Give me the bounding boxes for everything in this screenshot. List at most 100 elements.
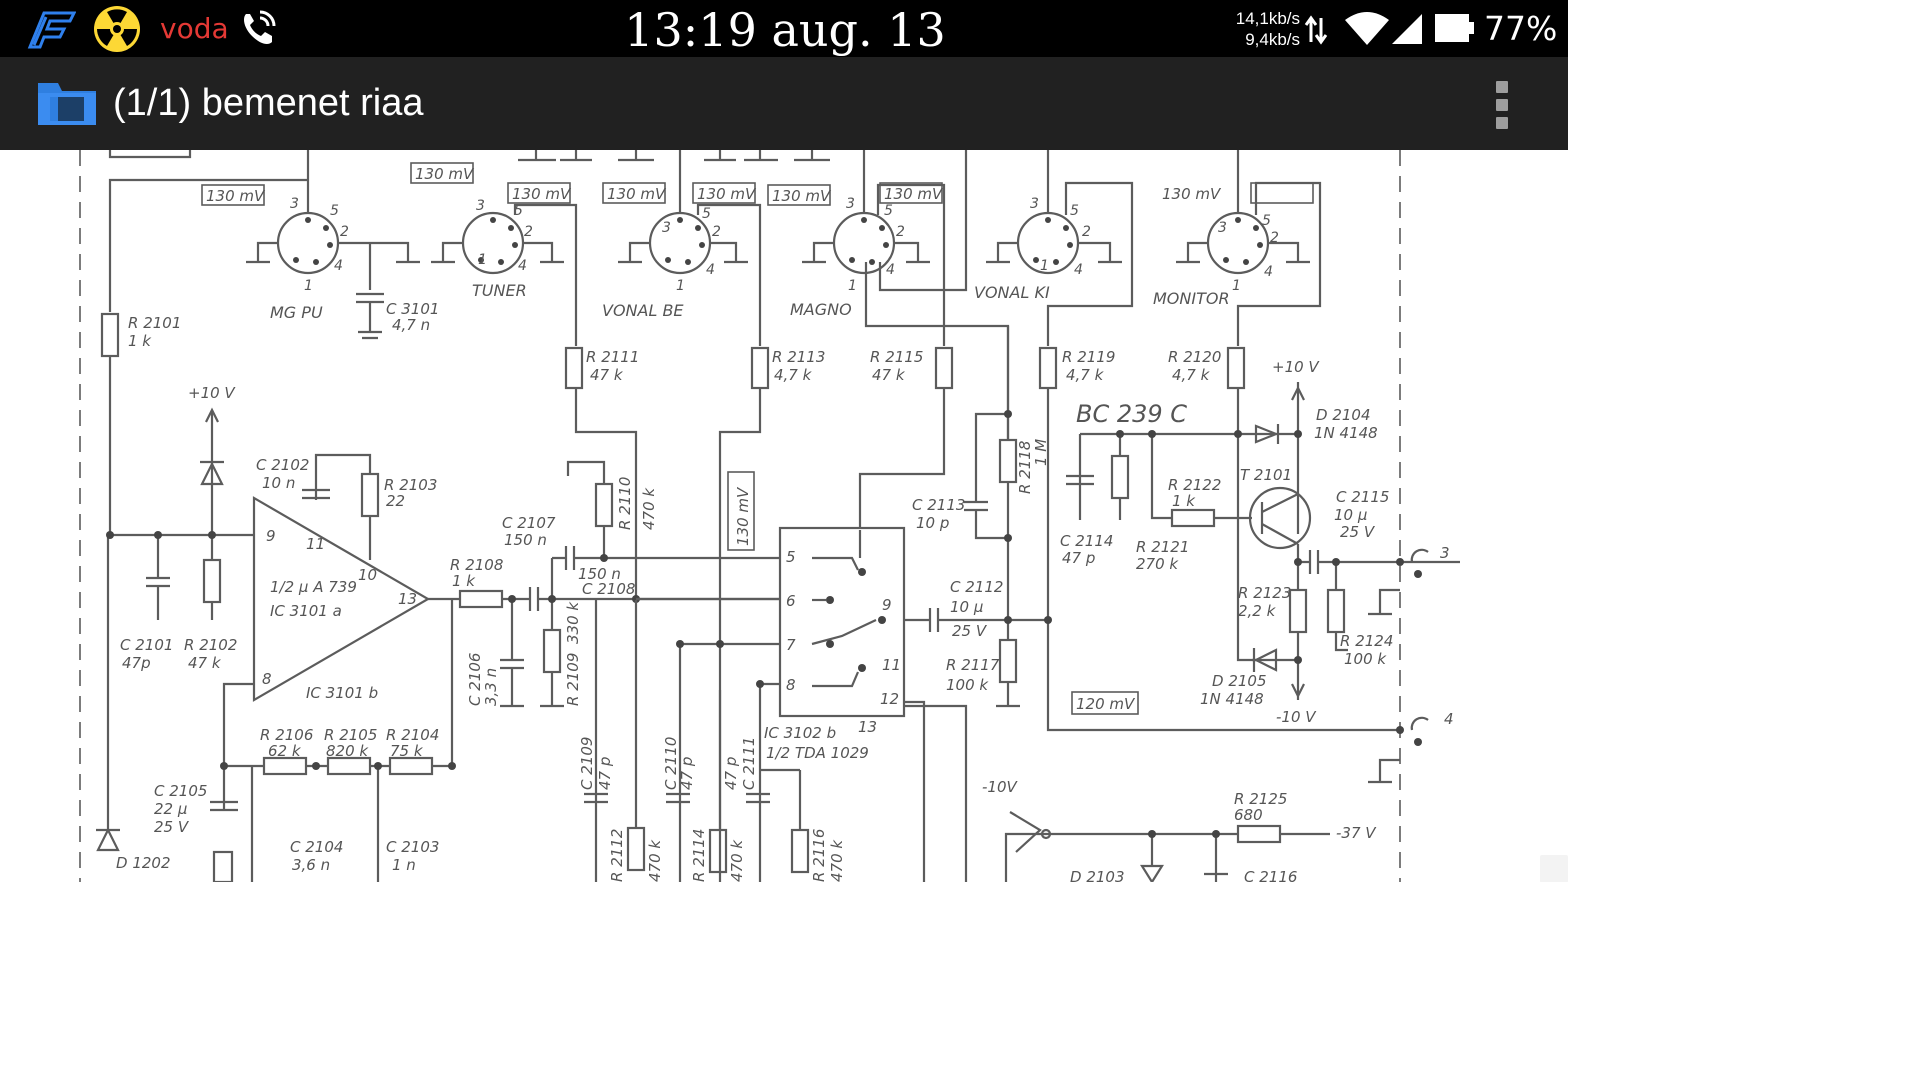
part-value: 22 μ: [154, 800, 187, 818]
image-viewer[interactable]: 130 mV 130 mV 130 mV 130 mV 130 mV 130 m…: [0, 150, 1568, 882]
supply-label: -10V: [982, 778, 1018, 796]
part-ref: R 2122: [1168, 476, 1221, 494]
svg-text:3: 3: [1218, 220, 1227, 236]
part-value: 47 p: [678, 757, 696, 790]
part-value: 47 p: [596, 757, 614, 790]
svg-text:5: 5: [884, 203, 893, 219]
level-label: 130 mV: [607, 185, 667, 203]
part-ref: C 2108: [582, 580, 635, 598]
wifi-icon: [1345, 12, 1389, 45]
part-ref: R 2106: [260, 726, 313, 744]
part-ref: R 2110: [616, 477, 634, 530]
svg-text:4: 4: [1264, 264, 1273, 280]
part-ref: C 2114: [1060, 532, 1113, 550]
part-value: 470 k: [646, 839, 664, 882]
output-pin: 4: [1444, 710, 1454, 728]
level-label: 130 mV: [697, 185, 757, 203]
jack-label: MAGNO: [790, 300, 852, 319]
supply-label: -37 V: [1336, 824, 1377, 842]
part-value: 47 k: [872, 366, 906, 384]
transistor-type: BC 239 C: [1076, 400, 1187, 428]
jack-label: VONAL BE: [602, 301, 684, 320]
part-value: 680: [1234, 806, 1263, 824]
part-value: 47 k: [590, 366, 624, 384]
part-value: 150 n: [578, 565, 621, 583]
part-value: 75 k: [390, 742, 424, 760]
svg-text:5: 5: [1262, 213, 1271, 229]
part-value: 25 V: [952, 622, 988, 640]
part-value: 47 p: [1062, 549, 1095, 567]
part-value: 47 k: [188, 654, 222, 672]
part-value: 1N 4148: [1200, 690, 1264, 708]
net-down-rate: 9,4kb/s: [1245, 30, 1300, 49]
ic-pin: 9: [882, 596, 892, 614]
net-up-rate: 14,1kb/s: [1235, 9, 1300, 28]
svg-text:5: 5: [330, 203, 339, 219]
svg-text:4: 4: [334, 258, 343, 274]
part-ref: R 2111: [586, 348, 639, 366]
part-value: 3,3 n: [482, 668, 500, 706]
part-value: 1 M: [1032, 439, 1050, 466]
carrier-name: voda: [160, 12, 229, 45]
svg-text:1: 1: [848, 278, 857, 294]
part-value: 2,2 k: [1238, 602, 1277, 620]
part-ref: R 2105: [324, 726, 377, 744]
scroll-handle[interactable]: [1540, 855, 1568, 882]
part-value: 25 V: [1340, 523, 1376, 541]
part-value: 3,6 n: [292, 856, 330, 874]
folder-icon[interactable]: [36, 81, 98, 127]
level-label: 120 mV: [1076, 695, 1136, 713]
part-ref: C 2104: [290, 838, 343, 856]
svg-text:4: 4: [1074, 262, 1083, 278]
ic-pin: 10: [358, 566, 377, 584]
ic-pin: 11: [306, 535, 325, 553]
part-value: 4,7 k: [1066, 366, 1105, 384]
part-value: 1N 4148: [1314, 424, 1378, 442]
level-label: 130 mV: [884, 185, 944, 203]
part-ref: C 2105: [154, 782, 207, 800]
part-value: 10 p: [916, 514, 949, 532]
part-ref: R 2121: [1136, 538, 1189, 556]
ic-pin: 13: [398, 590, 417, 608]
part-ref: C 2116: [1244, 868, 1297, 882]
document-title: (1/1) bemenet riaa: [113, 82, 424, 124]
svg-text:2: 2: [524, 224, 533, 240]
part-ref: R 2101: [128, 314, 181, 332]
part-ref: R 2114: [690, 829, 708, 882]
ic-pin: 6: [786, 592, 796, 610]
output-pin: 3: [1440, 544, 1450, 562]
jack-label: TUNER: [472, 281, 527, 300]
part-ref: R 2104: [386, 726, 439, 744]
part-ref: R 2103: [384, 476, 437, 494]
svg-text:3: 3: [290, 196, 299, 212]
level-label: 130 mV: [415, 165, 475, 183]
overflow-menu-icon[interactable]: [1480, 73, 1524, 133]
part-ref: D 1202: [116, 854, 171, 872]
part-ref: R 2115: [870, 348, 923, 366]
level-label: 130 mV: [512, 185, 572, 203]
part-ref: R 2118: [1016, 441, 1034, 494]
svg-text:3: 3: [476, 198, 485, 214]
part-value: 22: [386, 492, 405, 510]
svg-text:2: 2: [896, 224, 905, 240]
part-value: 100 k: [946, 676, 989, 694]
part-ref: C 2112: [950, 578, 1003, 596]
radiation-icon: [94, 6, 140, 52]
svg-text:2: 2: [340, 224, 349, 240]
svg-text:2: 2: [1082, 224, 1091, 240]
svg-text:4: 4: [518, 258, 527, 274]
part-value: 10 μ: [950, 598, 983, 616]
part-value: 100 k: [1344, 650, 1387, 668]
part-ref: D 2105: [1212, 672, 1267, 690]
part-value: 4,7 n: [392, 316, 430, 334]
part-value: 1 k: [452, 572, 476, 590]
svg-text:1: 1: [1040, 258, 1049, 274]
part-ref: R 2123: [1238, 584, 1291, 602]
status-bar: voda 13:19 aug. 13 14,1kb/s 9,4kb/s 77%: [0, 0, 1568, 57]
svg-text:1: 1: [676, 278, 685, 294]
jack-label: MG PU: [270, 303, 323, 322]
part-value: 470 k: [728, 839, 746, 882]
battery-percent: 77%: [1484, 9, 1558, 48]
part-ref: C 2101: [120, 636, 173, 654]
data-transfer-icon: [1304, 15, 1328, 45]
